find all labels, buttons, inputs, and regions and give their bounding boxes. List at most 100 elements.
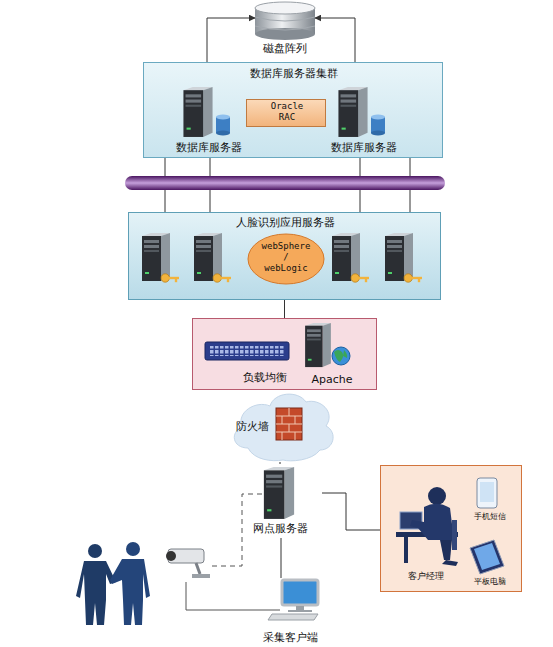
application-server-icons (142, 233, 422, 282)
drawing-part (168, 549, 204, 563)
capture-client-node: 采集客户端 (240, 578, 340, 647)
node-label: 数据库服务器 (321, 141, 406, 154)
drawing-part (205, 342, 289, 360)
drawing-part (442, 560, 458, 566)
drawing-part (186, 582, 280, 610)
node-label: 数据库服务器集群 (144, 67, 444, 80)
connector (281, 538, 282, 578)
drawing-part (142, 233, 170, 281)
app-server-box: 人脸识别应用服务器 webSphere / webLogic (128, 212, 441, 300)
drawing-part (404, 537, 408, 563)
drawing-part (404, 274, 422, 282)
drawing-part (76, 561, 116, 625)
drawing-part (305, 323, 331, 367)
drawing-part (428, 487, 446, 505)
drawing-part (183, 87, 212, 137)
node-label: 手机短信 (463, 512, 517, 522)
drawing-part (385, 233, 413, 281)
tablet-icon (470, 540, 504, 574)
drawing-part (396, 532, 458, 537)
drawing-part (110, 559, 150, 625)
drawing-part (276, 408, 302, 440)
drawing-part (125, 176, 445, 190)
connector (280, 462, 281, 464)
oracle-rac-box: Oracle RAC (246, 99, 326, 127)
middleware-ellipse: webSphere / webLogic (247, 233, 325, 285)
load-balancer-icons (205, 323, 350, 367)
node-label: 采集客户端 (240, 631, 340, 644)
storage-node: 磁盘阵列 (240, 0, 330, 58)
drawing-part (210, 346, 284, 356)
branch-server-icon (264, 467, 294, 519)
drawing-part (192, 574, 210, 578)
drawing-part (255, 17, 315, 30)
node-label: Oracle RAC (262, 101, 312, 123)
node-label: 人脸识别应用服务器 (129, 216, 442, 229)
ellipse-shape (248, 234, 324, 284)
node-label: Apache (297, 373, 367, 386)
drawing-part (332, 347, 350, 365)
drawing-part (400, 512, 422, 529)
drawing-part (276, 408, 302, 440)
drawing-part (452, 520, 457, 550)
phone-icon (477, 478, 497, 508)
drawing-part (480, 482, 494, 502)
camera-wiring (186, 494, 280, 610)
drawing-part (88, 544, 102, 558)
drawing-part (255, 8, 315, 34)
customer-manager-figure (396, 487, 458, 566)
connector (207, 18, 255, 62)
drawing-part (126, 542, 140, 556)
drawing-part (268, 614, 318, 620)
node-label: 负载均衡 (233, 371, 297, 384)
drawing-part (255, 28, 315, 40)
disk-array-cylinder (255, 2, 315, 40)
sms-node: 手机短信 (463, 475, 517, 525)
node-label: 数据库服务器 (166, 141, 251, 154)
drawing-part (474, 543, 500, 570)
drawing-part (212, 494, 262, 566)
drawing-part (216, 115, 230, 136)
drawing-part (371, 115, 385, 136)
network-bus (125, 158, 445, 212)
drawing-part (264, 467, 294, 519)
drawing-part (255, 2, 315, 14)
customer-manager-box: 客户经理 手机短信平板电脑 (380, 465, 522, 592)
drawing-part (334, 350, 347, 362)
database-server-icons (183, 87, 385, 137)
load-balancer-box: 负载均衡Apache (192, 318, 377, 390)
drawing-part (213, 274, 231, 282)
server-node: 数据库服务器 (321, 85, 406, 155)
drawing-part (351, 274, 369, 282)
firewall-brick (276, 408, 302, 440)
drawing-part (161, 274, 179, 282)
tablet-node: 平板电脑 (463, 535, 517, 589)
drawing-part (288, 610, 312, 612)
business-people (76, 542, 150, 625)
drawing-part (165, 158, 410, 212)
node-label: 防火墙 (230, 420, 274, 433)
drawing-part (338, 87, 367, 137)
drawing-part (166, 551, 176, 561)
computer-icon (268, 580, 318, 620)
node-label: 网点服务器 (238, 522, 322, 535)
drawing-part (296, 606, 304, 610)
node-label: 磁盘阵列 (240, 42, 330, 55)
drawing-part (194, 233, 222, 281)
firewall-cloud: 防火墙 (228, 390, 338, 462)
cluster-box: 数据库服务器集群数据库服务器 Oracle RAC 数据库服务器 (143, 62, 443, 158)
connector (284, 300, 285, 318)
drawing-part (332, 233, 360, 281)
connector (315, 18, 355, 62)
drawing-part (410, 504, 454, 540)
drawing-part (470, 540, 504, 574)
connector (322, 493, 380, 530)
drawing-part (477, 478, 497, 508)
node-label: webSphere / webLogic (260, 241, 312, 273)
camera-icon (166, 549, 210, 578)
node-label: 客户经理 (391, 571, 461, 582)
branch-server-node: 网点服务器 (238, 464, 322, 538)
drawing-part (282, 580, 318, 605)
drawing-part (196, 563, 200, 574)
